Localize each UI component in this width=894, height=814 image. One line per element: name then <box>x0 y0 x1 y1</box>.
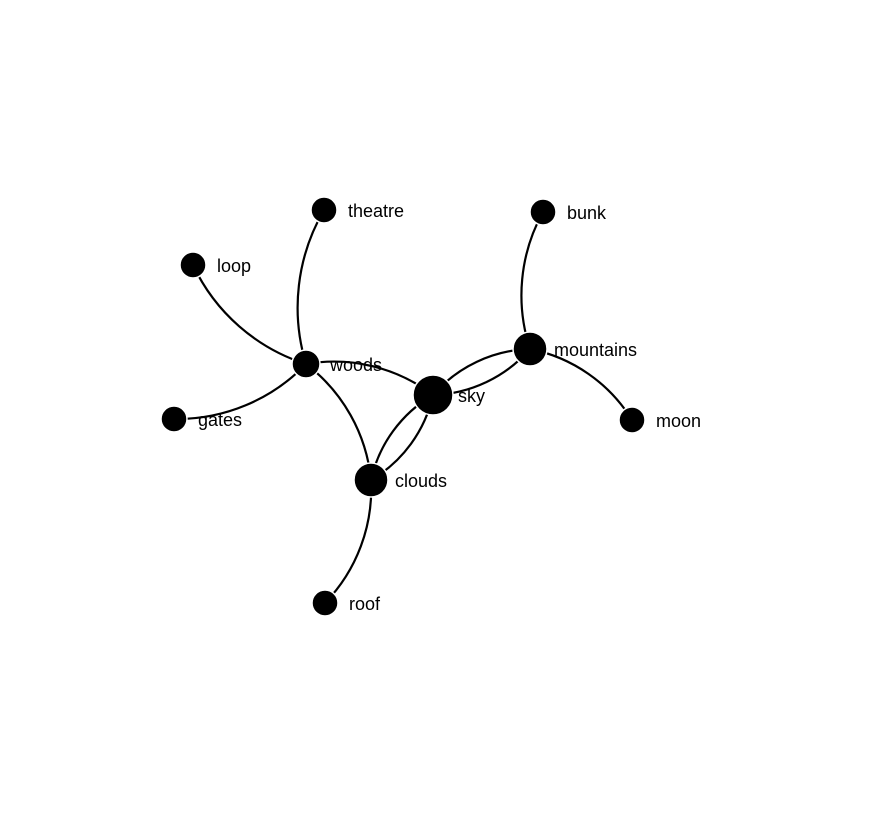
edge-woods-loop <box>192 264 307 366</box>
node-woods[interactable] <box>291 349 321 379</box>
node-bunk[interactable] <box>529 198 557 226</box>
node-roof[interactable] <box>311 589 339 617</box>
node-label-gates: gates <box>198 410 242 430</box>
edge-woods-gates <box>173 363 307 421</box>
edge-clouds-roof <box>324 479 373 604</box>
node-clouds[interactable] <box>353 462 389 498</box>
node-theatre[interactable] <box>310 196 338 224</box>
node-gates[interactable] <box>160 405 188 433</box>
node-label-roof: roof <box>349 594 381 614</box>
node-label-loop: loop <box>217 256 251 276</box>
node-label-mountains: mountains <box>554 340 637 360</box>
nodes-layer <box>160 196 646 617</box>
labels-layer: theatre bunk loop woods mountains sky gates moo… <box>198 201 701 614</box>
node-moon[interactable] <box>618 406 646 434</box>
node-mountains[interactable] <box>512 331 548 367</box>
edge-woods-theatre <box>296 209 325 365</box>
node-label-clouds: clouds <box>395 471 447 491</box>
node-label-moon: moon <box>656 411 701 431</box>
node-label-bunk: bunk <box>567 203 607 223</box>
edge-woods-clouds <box>305 363 373 481</box>
node-sky[interactable] <box>412 374 454 416</box>
node-label-theatre: theatre <box>348 201 404 221</box>
node-loop[interactable] <box>179 251 207 279</box>
node-label-sky: sky <box>458 386 485 406</box>
edge-mountains-bunk <box>520 211 544 350</box>
node-label-woods: woods <box>329 355 382 375</box>
